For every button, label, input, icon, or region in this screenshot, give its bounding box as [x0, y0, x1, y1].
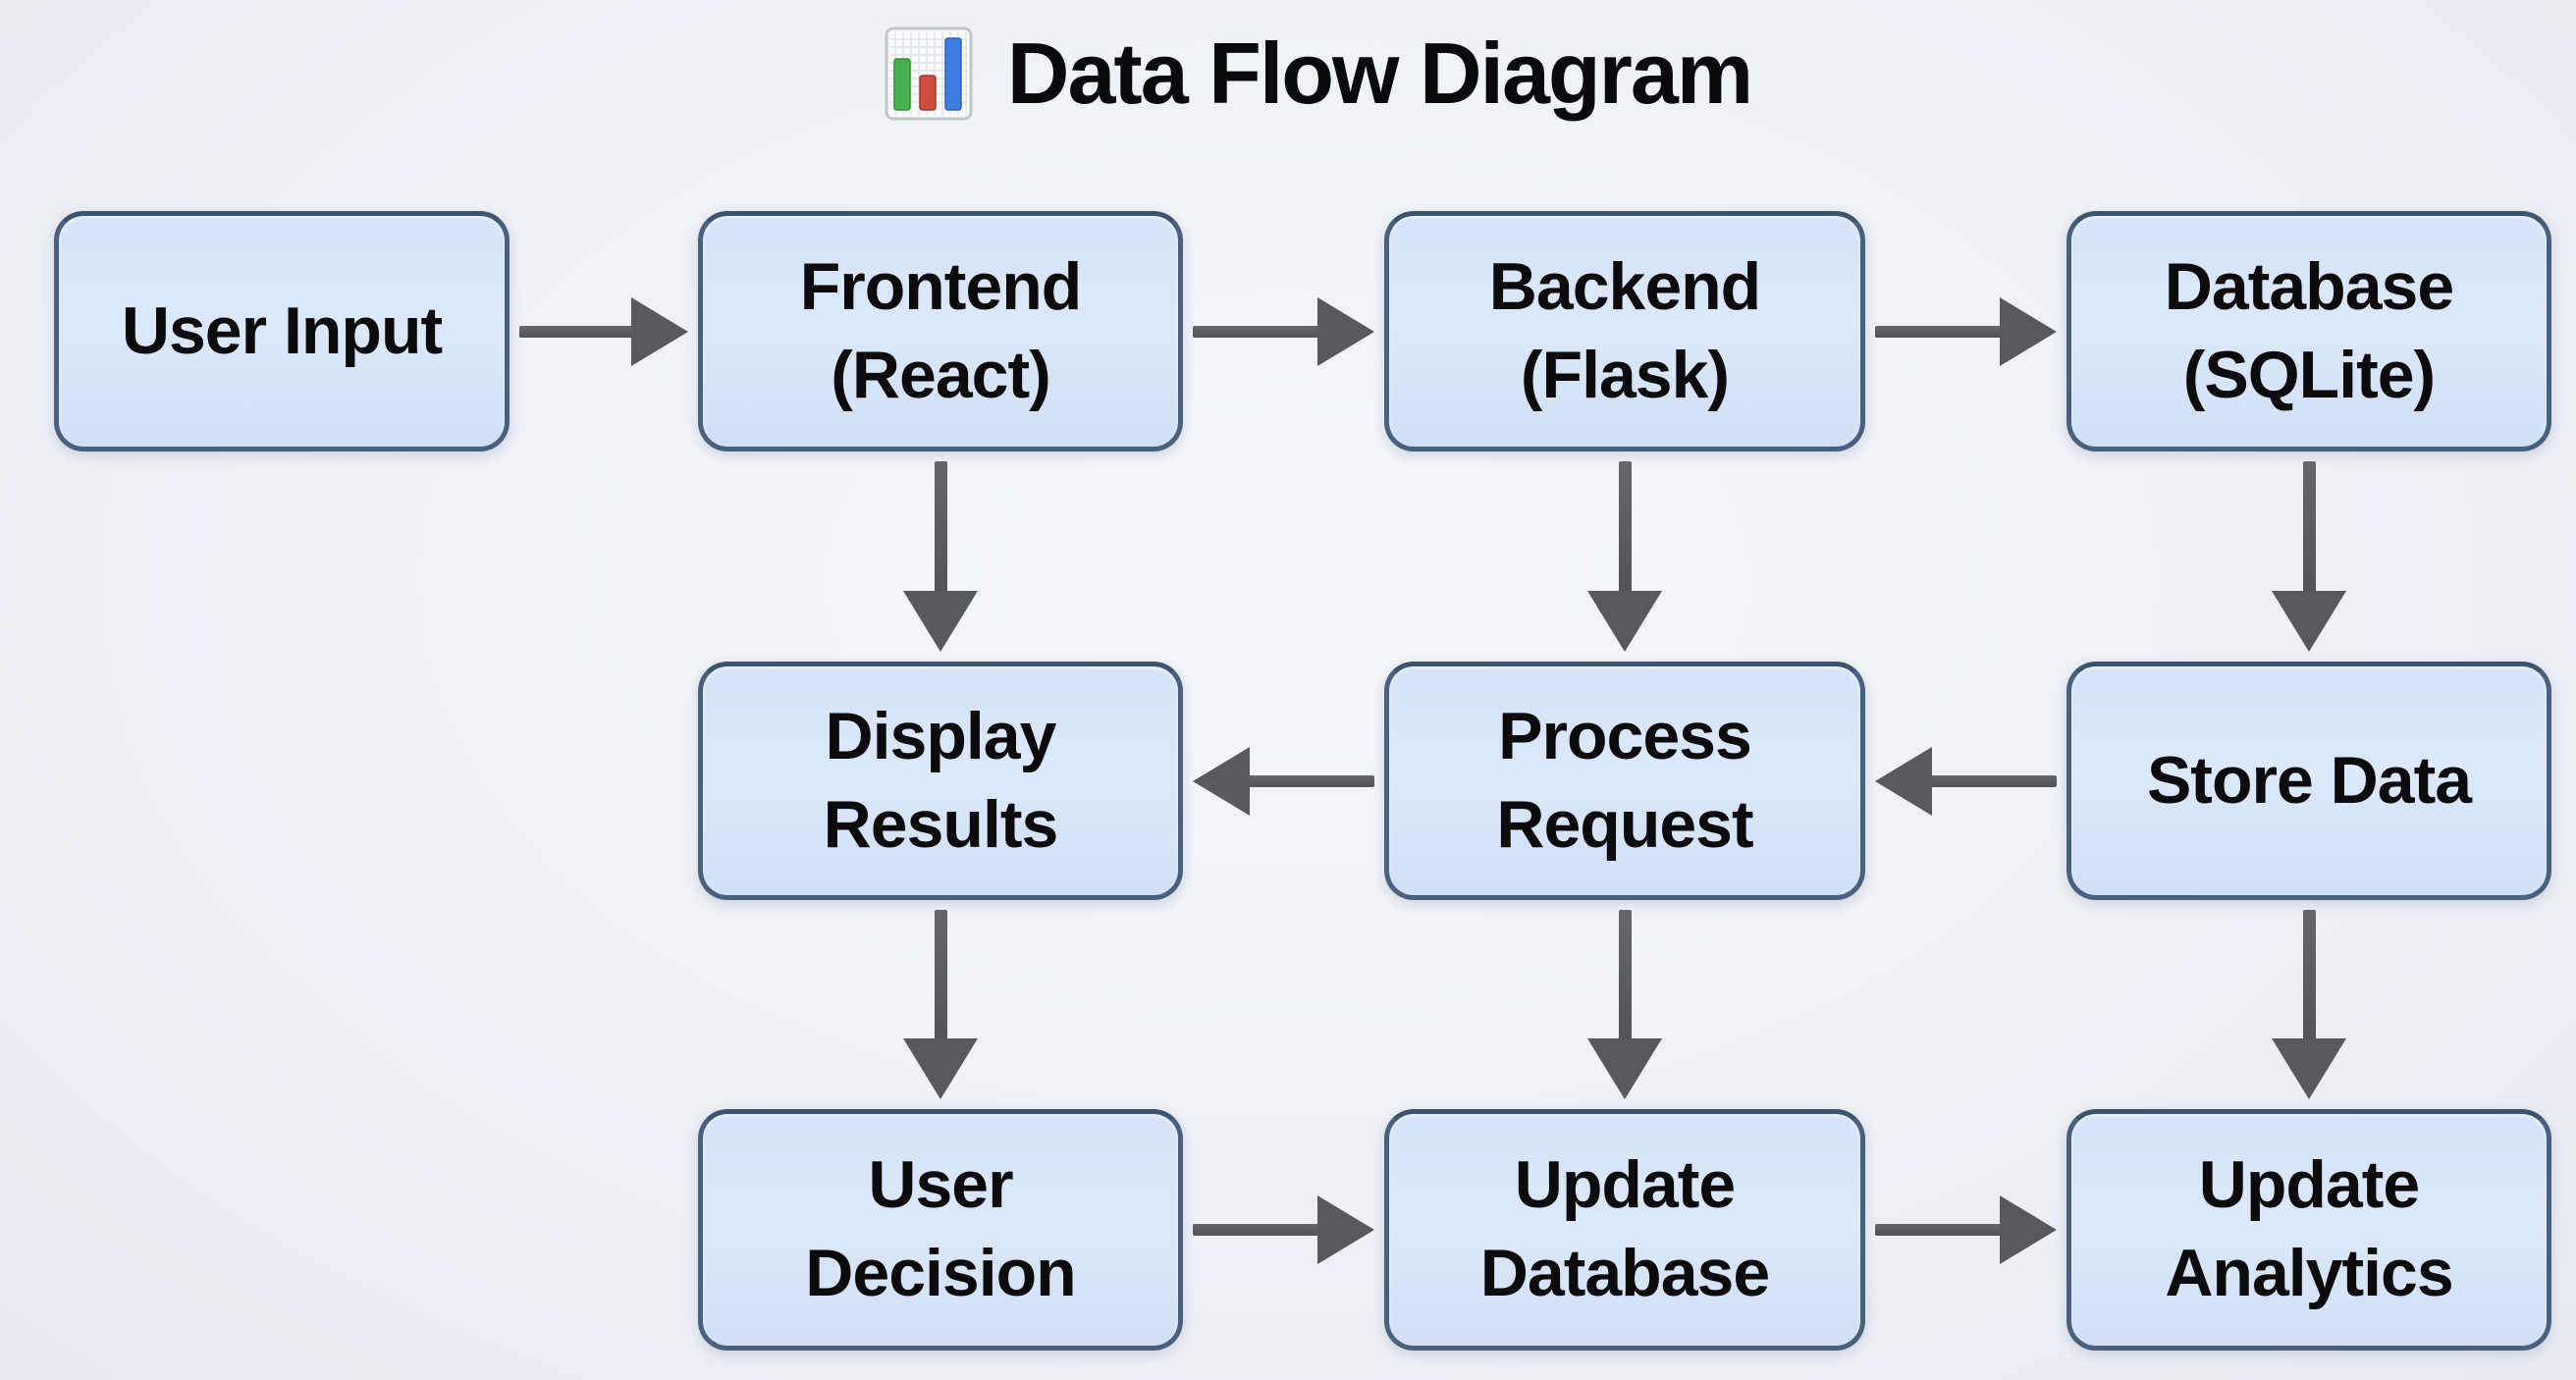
arrow-shaft: [1193, 325, 1323, 338]
node-backend: Backend (Flask): [1384, 211, 1865, 451]
node-display-results: Display Results: [698, 662, 1183, 900]
arrow-head: [1193, 746, 1250, 816]
arrow-shaft: [1926, 774, 2057, 787]
arrow-head: [1317, 1195, 1374, 1264]
arrow-head: [1587, 591, 1662, 652]
arrow-shaft: [2302, 461, 2316, 597]
arrow-head: [903, 1038, 978, 1099]
node-process-request: Process Request: [1384, 662, 1865, 900]
arrow-shaft: [934, 910, 947, 1044]
arrow-shaft: [1618, 461, 1632, 597]
node-user-input: User Input: [54, 211, 510, 451]
node-update-database: Update Database: [1384, 1109, 1865, 1351]
arrow-head: [2272, 1038, 2346, 1099]
arrow-shaft: [519, 325, 637, 338]
arrow-head: [2272, 591, 2346, 652]
arrow-head: [1875, 746, 1932, 816]
node-store-data: Store Data: [2066, 662, 2551, 900]
arrow-shaft: [1193, 1224, 1323, 1236]
arrow-head: [903, 591, 978, 652]
arrow-head: [1587, 1038, 1662, 1099]
arrow-head: [631, 296, 688, 366]
arrow-head: [1317, 296, 1374, 366]
page-title: Data Flow Diagram: [1006, 24, 1753, 122]
node-user-decision: User Decision: [698, 1109, 1183, 1351]
arrow-shaft: [1618, 910, 1632, 1044]
arrow-shaft: [1875, 1224, 2006, 1236]
arrow-head: [2000, 1195, 2057, 1264]
arrow-shaft: [1875, 325, 2006, 338]
arrow-shaft: [1244, 774, 1374, 787]
arrow-shaft: [2302, 910, 2316, 1044]
diagram-title: Data Flow Diagram: [0, 26, 2576, 122]
arrow-head: [2000, 296, 2057, 366]
arrow-shaft: [934, 461, 947, 597]
bar-chart-icon: [884, 26, 974, 122]
node-frontend: Frontend (React): [698, 211, 1183, 451]
node-database: Database (SQLite): [2066, 211, 2551, 451]
node-update-analytics: Update Analytics: [2066, 1109, 2551, 1351]
